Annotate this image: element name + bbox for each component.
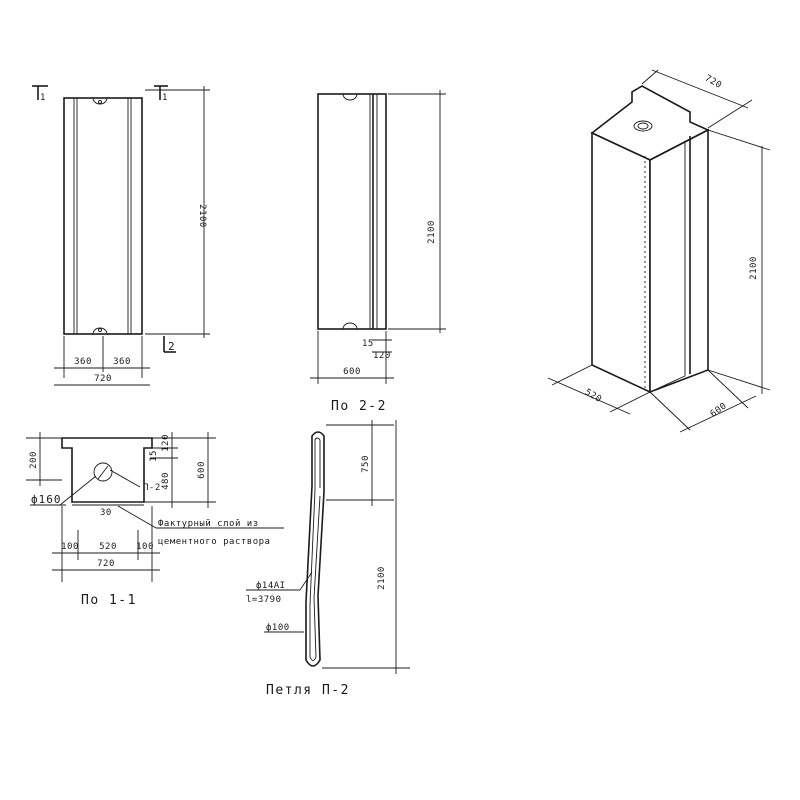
iso-rebate <box>649 141 686 393</box>
svg-text:2100: 2100 <box>749 256 759 280</box>
svg-text:30: 30 <box>100 508 112 518</box>
svg-text:120: 120 <box>373 351 391 361</box>
svg-text:120: 120 <box>161 434 171 452</box>
iso-lifting-hole <box>633 120 653 132</box>
height-dimension-2: 2100 <box>427 220 437 244</box>
elevation-1-outline <box>63 97 143 335</box>
svg-text:1: 1 <box>162 93 168 103</box>
width-dimension-right: 360 <box>113 357 131 367</box>
section-1-caption: По 1-1 <box>81 593 137 608</box>
top-lifting-loop <box>92 97 108 105</box>
height-dimension: 2100 <box>197 204 207 228</box>
section-mark-1-right: 1 <box>154 85 168 103</box>
width-dimension-left: 360 <box>74 357 92 367</box>
elevation-1: 1 1 2 2100 360 360 720 <box>32 85 210 386</box>
bend-diameter-label: ф100 <box>266 623 290 633</box>
section-1-1: 200 120 15 480 600 ф160 П-2 30 Фактурный… <box>26 432 284 608</box>
svg-text:2: 2 <box>168 340 176 353</box>
loop-bar-inner <box>309 437 321 661</box>
svg-text:1: 1 <box>40 93 46 103</box>
svg-text:480: 480 <box>161 472 171 490</box>
svg-text:520: 520 <box>99 542 117 552</box>
svg-text:720: 720 <box>703 73 723 91</box>
svg-text:15: 15 <box>149 450 159 462</box>
facing-note-line-1: Фактурный слой из <box>158 519 259 529</box>
elevation-2-outline <box>317 93 387 330</box>
loop-bar-outer <box>305 431 325 667</box>
svg-text:100: 100 <box>61 542 79 552</box>
bar-diameter-label: ф14АI <box>256 581 286 591</box>
loop-label: П-2 <box>143 483 161 493</box>
elevation-2-caption: По 2-2 <box>331 399 387 414</box>
bar-length-label: l=3790 <box>246 595 282 605</box>
svg-text:2100: 2100 <box>377 566 387 590</box>
bottom-lifting-loop <box>92 327 108 335</box>
svg-text:750: 750 <box>361 455 371 473</box>
facing-note-line-2: цементного раствора <box>158 537 270 547</box>
iso-left-face <box>591 131 651 394</box>
section-mark-1-left: 1 <box>32 85 48 103</box>
svg-text:720: 720 <box>97 559 115 569</box>
svg-text:600: 600 <box>709 401 729 419</box>
svg-text:600: 600 <box>197 461 207 479</box>
isometric-view: 720 2100 520 600 <box>547 69 771 433</box>
svg-text:100: 100 <box>136 542 154 552</box>
bottom-lifting-loop-2 <box>342 322 358 330</box>
section-mark-2-bottom: 2 <box>163 336 176 353</box>
iso-right-face <box>649 128 709 394</box>
elevation-2: 2100 15 120 600 По 2-2 <box>310 90 446 414</box>
loop-caption: Петля П-2 <box>266 683 350 698</box>
svg-text:520: 520 <box>583 387 603 405</box>
loop-p2: 750 2100 ф14АI l=3790 ф100 Петля П-2 <box>246 420 410 698</box>
lifting-hole <box>93 462 113 482</box>
top-lifting-loop-2 <box>342 93 358 101</box>
width-dimension-2: 600 <box>343 367 361 377</box>
svg-text:15: 15 <box>362 339 374 349</box>
total-width-dimension: 720 <box>94 374 112 384</box>
hole-diameter-label: ф160 <box>31 493 62 506</box>
svg-text:200: 200 <box>29 451 39 469</box>
